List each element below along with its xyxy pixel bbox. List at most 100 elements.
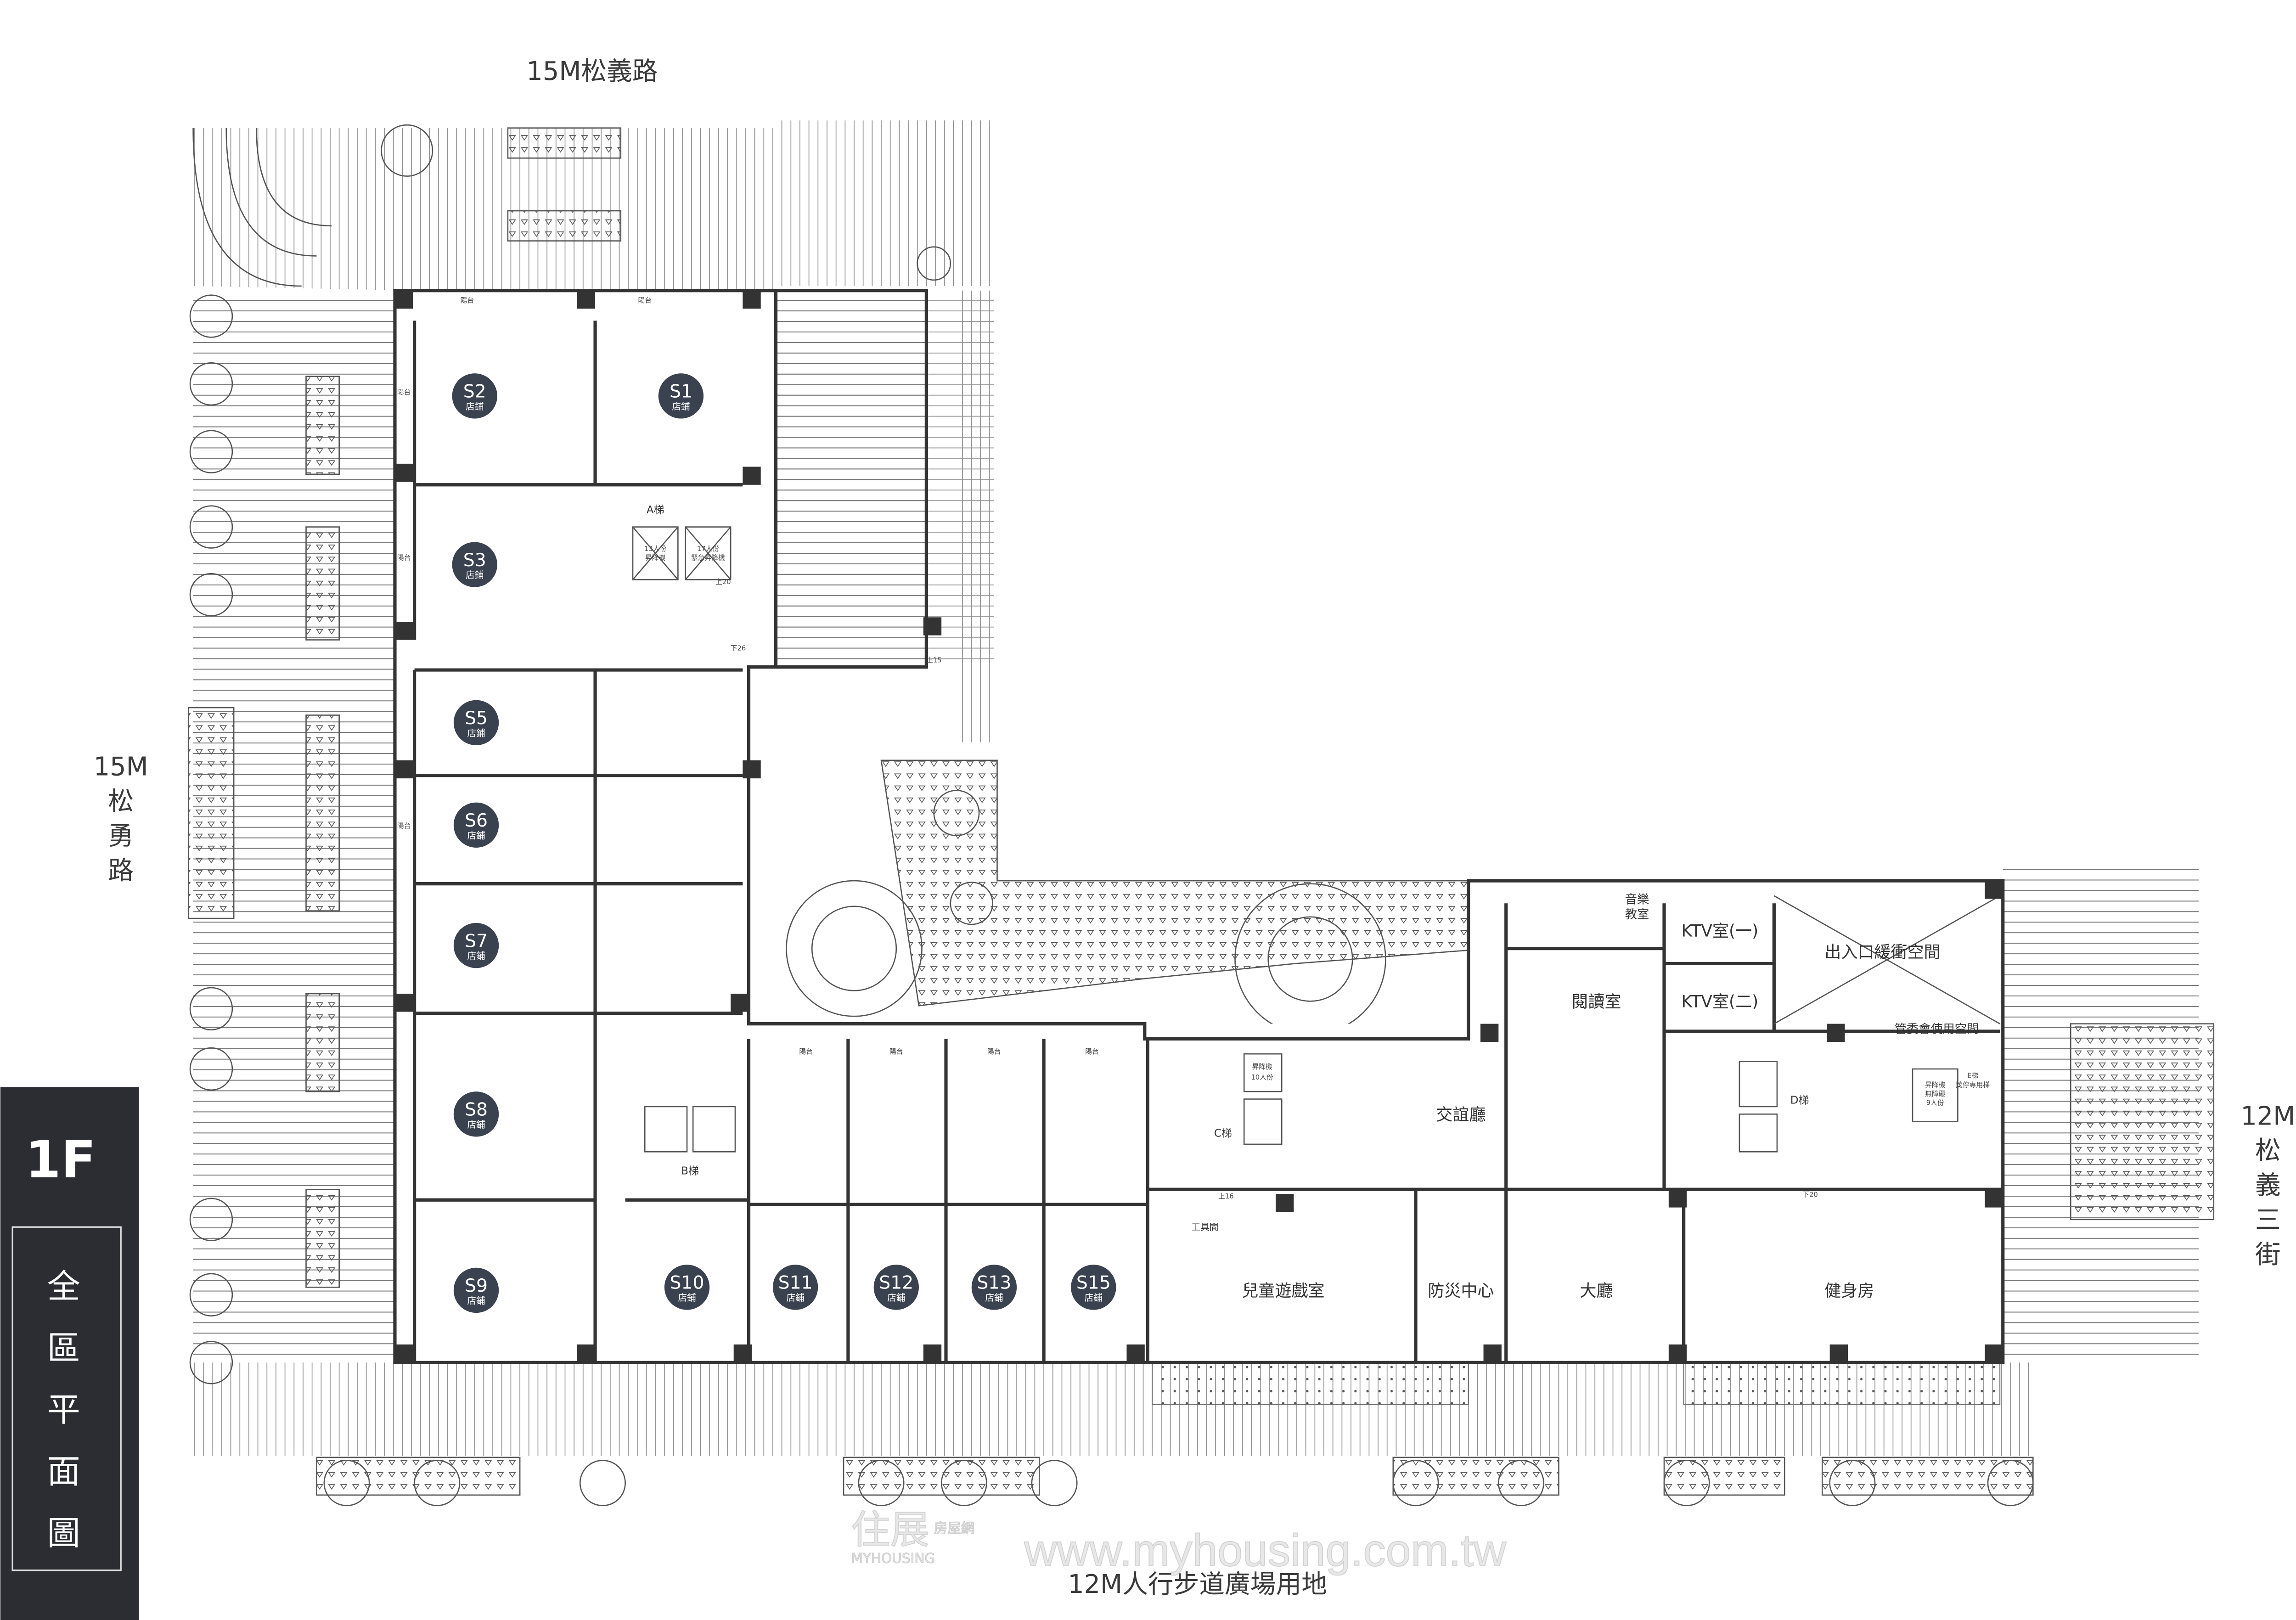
road-label-west-part: 15M bbox=[94, 752, 148, 782]
store-id: S3 bbox=[463, 550, 486, 571]
room-lounge[interactable]: 交誼廳 bbox=[1436, 1105, 1486, 1124]
room-lobby[interactable]: 大廳 bbox=[1580, 1281, 1613, 1300]
balcony-label: 陽台 bbox=[397, 554, 411, 562]
store-type: 店鋪 bbox=[466, 401, 484, 412]
rooms: 交誼廳 兒童遊戲室 防災中心 大廳 健身房 閱讀室 KTV室(一) KTV室(二… bbox=[397, 297, 1979, 1300]
room-disaster-center[interactable]: 防災中心 bbox=[1428, 1281, 1494, 1300]
road-label-north: 15M松義路 bbox=[526, 56, 658, 86]
balcony-label: 陽台 bbox=[987, 1048, 1001, 1056]
road-label-east: 12M 松 義 三 街 bbox=[2240, 1101, 2295, 1270]
road-label-west-part: 勇 bbox=[108, 821, 134, 851]
watermark-logo-cn: 住展 bbox=[851, 1508, 929, 1552]
store-badge bbox=[1071, 1265, 1116, 1310]
store-badge bbox=[452, 542, 497, 587]
floor-title-panel: 1F 全 區 平 面 圖 bbox=[0, 1087, 139, 1620]
planters bbox=[188, 127, 2215, 1496]
elevator-label: 昇降機 bbox=[1252, 1063, 1272, 1071]
store-id: S12 bbox=[879, 1272, 913, 1294]
road-label-west: 15M 松 勇 路 bbox=[94, 752, 148, 886]
panel-title-char: 面 bbox=[47, 1453, 80, 1491]
room-music[interactable]: 音樂 bbox=[1625, 893, 1649, 906]
room-kids[interactable]: 兒童遊戲室 bbox=[1242, 1281, 1324, 1300]
road-label-east-part: 義 bbox=[2255, 1170, 2281, 1200]
store-type: 店鋪 bbox=[887, 1293, 905, 1303]
store-badge bbox=[971, 1265, 1017, 1310]
panel-title-char: 區 bbox=[47, 1329, 80, 1368]
store-type: 店鋪 bbox=[467, 728, 485, 738]
stair-e-label: E梯 bbox=[1967, 1072, 1978, 1080]
elevator-label: 昇降機 bbox=[645, 554, 666, 562]
room-committee[interactable]: 管委會使用空間 bbox=[1895, 1022, 1979, 1036]
stair-mark: 上20 bbox=[715, 578, 731, 586]
store-type: 店鋪 bbox=[1085, 1293, 1103, 1303]
balcony-label: 陽台 bbox=[889, 1048, 903, 1056]
balcony-label: 陽台 bbox=[799, 1048, 813, 1056]
balcony-label: 陽台 bbox=[461, 297, 474, 304]
stair-a-label: A梯 bbox=[647, 504, 664, 516]
store-id: S7 bbox=[465, 930, 488, 951]
room-ktv-2[interactable]: KTV室(二) bbox=[1681, 992, 1758, 1012]
watermark: 住展 房屋網 MYHOUSING www.myhousing.com.tw bbox=[850, 1508, 1507, 1576]
store-badge bbox=[453, 1267, 499, 1313]
stair-c-label: C梯 bbox=[1214, 1128, 1232, 1140]
store-type: 店鋪 bbox=[678, 1293, 696, 1303]
road-label-east-part: 三 bbox=[2255, 1205, 2281, 1235]
road-label-east-part: 街 bbox=[2255, 1240, 2281, 1270]
store-type: 店鋪 bbox=[985, 1293, 1003, 1303]
store-type: 店鋪 bbox=[786, 1293, 804, 1303]
road-label-east-part: 松 bbox=[2255, 1136, 2281, 1166]
elevator-label: 13人份 bbox=[644, 545, 667, 553]
room-music[interactable]: 教室 bbox=[1625, 908, 1649, 922]
store-badge bbox=[453, 802, 499, 848]
store-id: S1 bbox=[670, 381, 692, 402]
stair-d-label: D梯 bbox=[1790, 1094, 1809, 1106]
store-type: 店鋪 bbox=[467, 951, 485, 962]
balcony-label: 陽台 bbox=[638, 297, 652, 304]
elevator-label: 10人份 bbox=[1251, 1074, 1273, 1081]
stair-e-label: 獎停專用梯 bbox=[1956, 1081, 1990, 1089]
store-id: S15 bbox=[1076, 1272, 1111, 1294]
trees bbox=[189, 124, 2034, 1507]
road-label-west-part: 路 bbox=[108, 856, 134, 886]
room-entrance-buffer[interactable]: 出入口緩衝空間 bbox=[1824, 942, 1940, 962]
elevator-label: 無障礙 bbox=[1925, 1090, 1946, 1098]
watermark-logo-en: MYHOUSING bbox=[851, 1550, 935, 1566]
building-walls bbox=[393, 289, 2005, 1364]
store-type: 店鋪 bbox=[466, 570, 484, 580]
store-id: S5 bbox=[465, 708, 488, 729]
panel-title-char: 圖 bbox=[47, 1514, 80, 1553]
watermark-url: www.myhousing.com.tw bbox=[1024, 1525, 1507, 1575]
stores: S1店鋪S2店鋪S3店鋪S5店鋪S6店鋪S7店鋪S8店鋪S9店鋪S10店鋪S11… bbox=[452, 373, 1116, 1313]
stair-b-label: B梯 bbox=[681, 1165, 699, 1177]
room-gym[interactable]: 健身房 bbox=[1824, 1281, 1874, 1300]
room-ktv-1[interactable]: KTV室(一) bbox=[1681, 921, 1758, 940]
store-id: S9 bbox=[465, 1275, 488, 1296]
road-label-south: 12M人行步道廣場用地 bbox=[1068, 1569, 1327, 1599]
stair-labels: A梯 B梯 C梯 D梯 E梯 獎停專用梯 13人份 昇降機 17人份 緊急昇降機… bbox=[644, 504, 1990, 1200]
store-id: S10 bbox=[670, 1272, 704, 1294]
room-tools[interactable]: 工具間 bbox=[1191, 1222, 1218, 1232]
store-id: S6 bbox=[465, 810, 488, 831]
store-id: S13 bbox=[977, 1272, 1011, 1294]
stair-mark: 下26 bbox=[731, 644, 746, 652]
panel-title-char: 平 bbox=[47, 1391, 80, 1429]
store-type: 店鋪 bbox=[467, 830, 485, 841]
room-reading[interactable]: 閱讀室 bbox=[1571, 992, 1621, 1012]
store-badge bbox=[664, 1265, 710, 1310]
stair-mark: 上16 bbox=[1218, 1192, 1234, 1200]
stair-mark: 下20 bbox=[1802, 1191, 1818, 1199]
garden bbox=[786, 759, 2001, 1406]
